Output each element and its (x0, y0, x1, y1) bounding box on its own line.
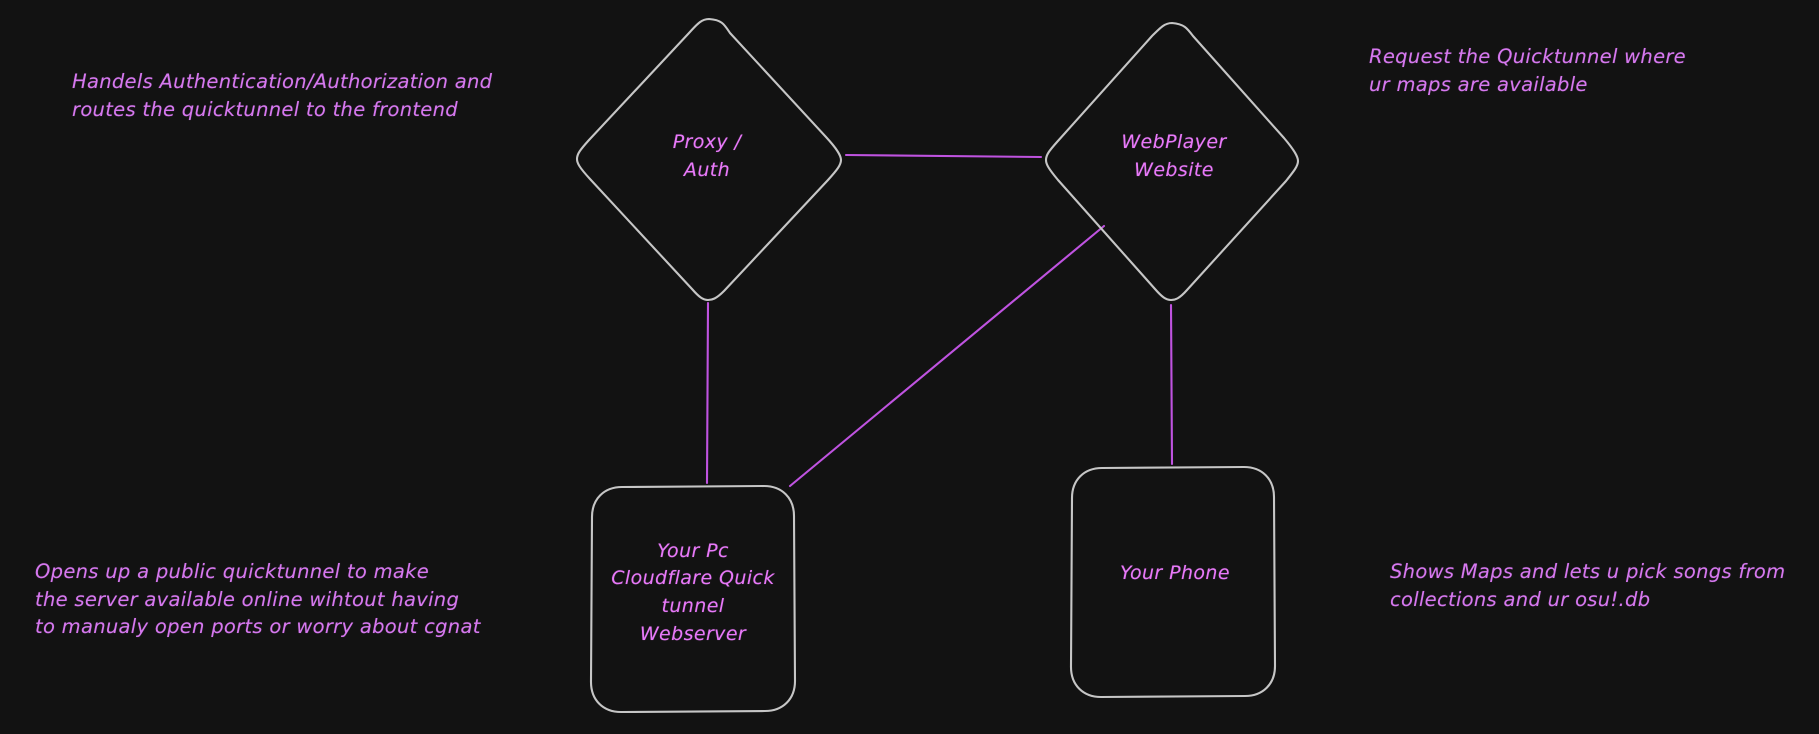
node-webplayer-website[interactable]: WebPlayer Website (1041, 18, 1303, 304)
node-your-pc-label: Your Pc Cloudflare Quick tunnel Webserve… (611, 539, 775, 645)
node-your-phone[interactable]: Your Phone (1068, 464, 1278, 700)
node-webplayer-website-label: WebPlayer Website (1121, 131, 1227, 181)
annotation-webplayer-website: Request the Quicktunnel where ur maps ar… (1369, 45, 1686, 96)
node-proxy-auth[interactable]: Proxy / Auth (572, 14, 846, 304)
annotation-proxy-auth: Handels Authentication/Authorization and… (72, 70, 493, 121)
annotation-your-pc: Opens up a public quicktunnel to make th… (35, 560, 481, 639)
node-proxy-auth-label: Proxy / Auth (672, 131, 742, 181)
edge-proxy-to-webplayer (844, 153, 1043, 159)
node-your-pc[interactable]: Your Pc Cloudflare Quick tunnel Webserve… (588, 483, 798, 715)
rounded-rectangle-shape-icon (589, 484, 797, 714)
annotation-your-phone: Shows Maps and lets u pick songs from co… (1390, 560, 1786, 611)
diamond-shape-icon (1044, 21, 1300, 302)
rounded-rectangle-shape-icon (1069, 465, 1277, 699)
node-your-phone-label: Your Phone (1120, 562, 1230, 585)
diamond-shape-icon (575, 17, 843, 302)
edge-proxy-to-yourpc (705, 301, 710, 485)
edge-webplayer-to-yourphone (1169, 303, 1174, 466)
